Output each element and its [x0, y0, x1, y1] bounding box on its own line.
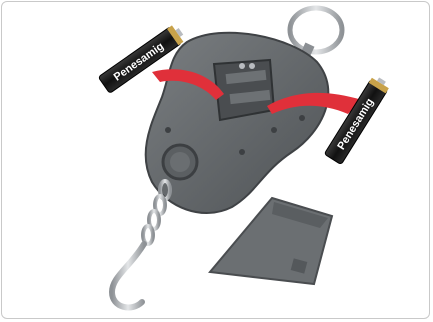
- battery-cover: [210, 198, 332, 284]
- hook: [112, 244, 144, 307]
- hanging-ring: [290, 8, 342, 52]
- image-frame: Penesamig Penesamig: [1, 1, 430, 319]
- battery-right: Penesamig: [324, 74, 391, 164]
- scale-body: [146, 33, 329, 213]
- luggage-scale-illustration: Penesamig Penesamig: [2, 2, 430, 319]
- battery-compartment: [214, 60, 274, 120]
